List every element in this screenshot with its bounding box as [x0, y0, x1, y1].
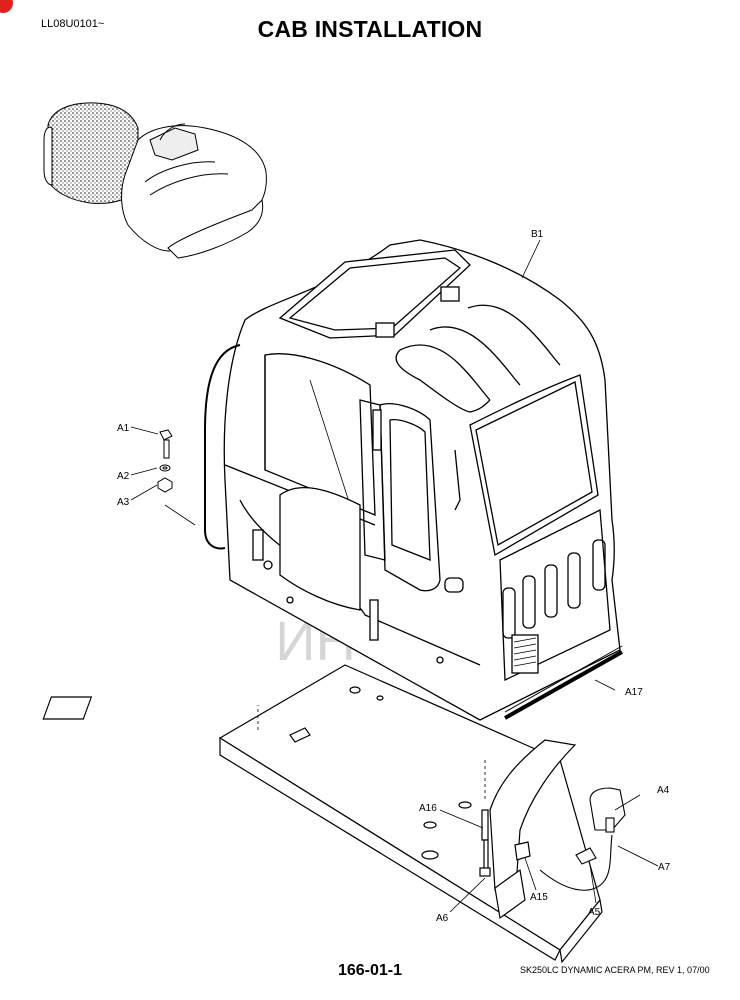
callout-a7: A7 — [658, 862, 671, 873]
cab-body — [204, 239, 621, 721]
callout-a5: A5 — [588, 907, 601, 918]
page-number: 166-01-1 — [337, 962, 403, 979]
callout-a6: A6 — [436, 913, 449, 924]
serial-range: LL08U0101~ — [41, 18, 105, 30]
cab-seal-strip-edge — [504, 645, 623, 713]
cab-mount-bracket — [479, 739, 577, 920]
leader-lines — [130, 239, 659, 913]
callout-a15: A15 — [530, 892, 548, 903]
cab-seal-strip — [504, 650, 623, 720]
document-reference: SK250LC DYNAMIC ACERA PM, REV 1, 07/00 — [520, 965, 710, 975]
callout-a3: A3 — [117, 497, 130, 508]
callout-a4: A4 — [657, 785, 670, 796]
corner-mark — [0, 0, 13, 13]
callout-a2: A2 — [117, 471, 130, 482]
bolt-fastener-set — [157, 429, 173, 493]
page-title: CAB INSTALLATION — [257, 16, 483, 42]
callout-a17: A17 — [625, 687, 643, 698]
seat-illustration — [43, 102, 267, 259]
callout-b1: B1 — [531, 229, 544, 240]
callout-a1: A1 — [117, 423, 130, 434]
limit-switch-assembly — [539, 787, 626, 891]
callout-a16: A16 — [419, 803, 437, 814]
